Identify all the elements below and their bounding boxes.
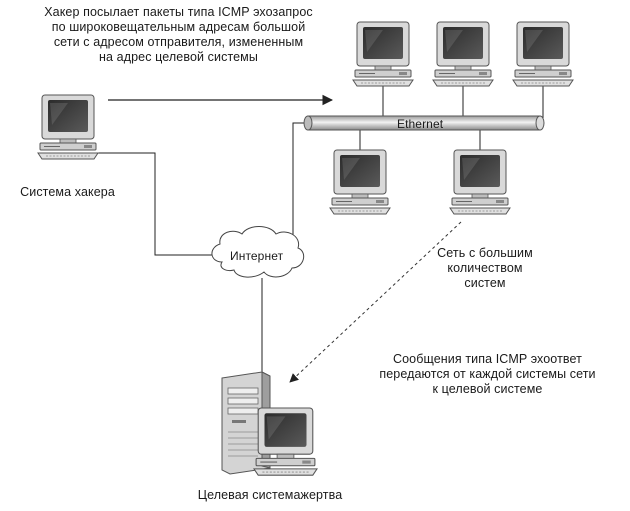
reply-note-line: передаются от каждой системы сети (379, 367, 596, 381)
internet-cloud (211, 226, 305, 278)
internet-to-ethernet-link (292, 122, 308, 245)
large-network-line: систем (464, 276, 506, 290)
hacker-computer (37, 94, 99, 160)
ethernet-label: Ethernet (397, 117, 444, 131)
attacker-note: Хакер посылает пакеты типа ICMP эхозапро… (6, 5, 351, 65)
victim-monitor (253, 407, 318, 476)
attacker-note-line: на адрес целевой системы (99, 50, 258, 64)
network-computer-top-2 (432, 21, 494, 87)
attacker-note-line: сети с адресом отправителя, измененным (53, 35, 304, 49)
ethernet-bus (303, 115, 545, 131)
network-computer-bottom-1 (329, 149, 391, 215)
reply-note-line: Сообщения типа ICMP эхоответ (393, 352, 582, 366)
reply-note-line: к целевой системе (432, 382, 543, 396)
large-network-line: Сеть с большим (437, 246, 533, 260)
hacker-system-label: Система хакера (20, 185, 115, 199)
network-computer-top-1 (352, 21, 414, 87)
large-network-label: Сеть с большим количеством систем (425, 246, 545, 291)
internet-label: Интернет (230, 249, 284, 263)
attacker-note-line: Хакер посылает пакеты типа ICMP эхозапро… (44, 5, 313, 19)
victim-label: Целевая системажертва (197, 488, 343, 502)
large-network-line: количеством (447, 261, 523, 275)
hacker-to-internet-link (98, 152, 215, 256)
reply-note: Сообщения типа ICMP эхоответ передаются … (355, 352, 620, 397)
attacker-note-line: по широковещательным адресам большой (51, 20, 306, 34)
network-computer-bottom-2 (449, 149, 511, 215)
network-computer-top-3 (512, 21, 574, 87)
